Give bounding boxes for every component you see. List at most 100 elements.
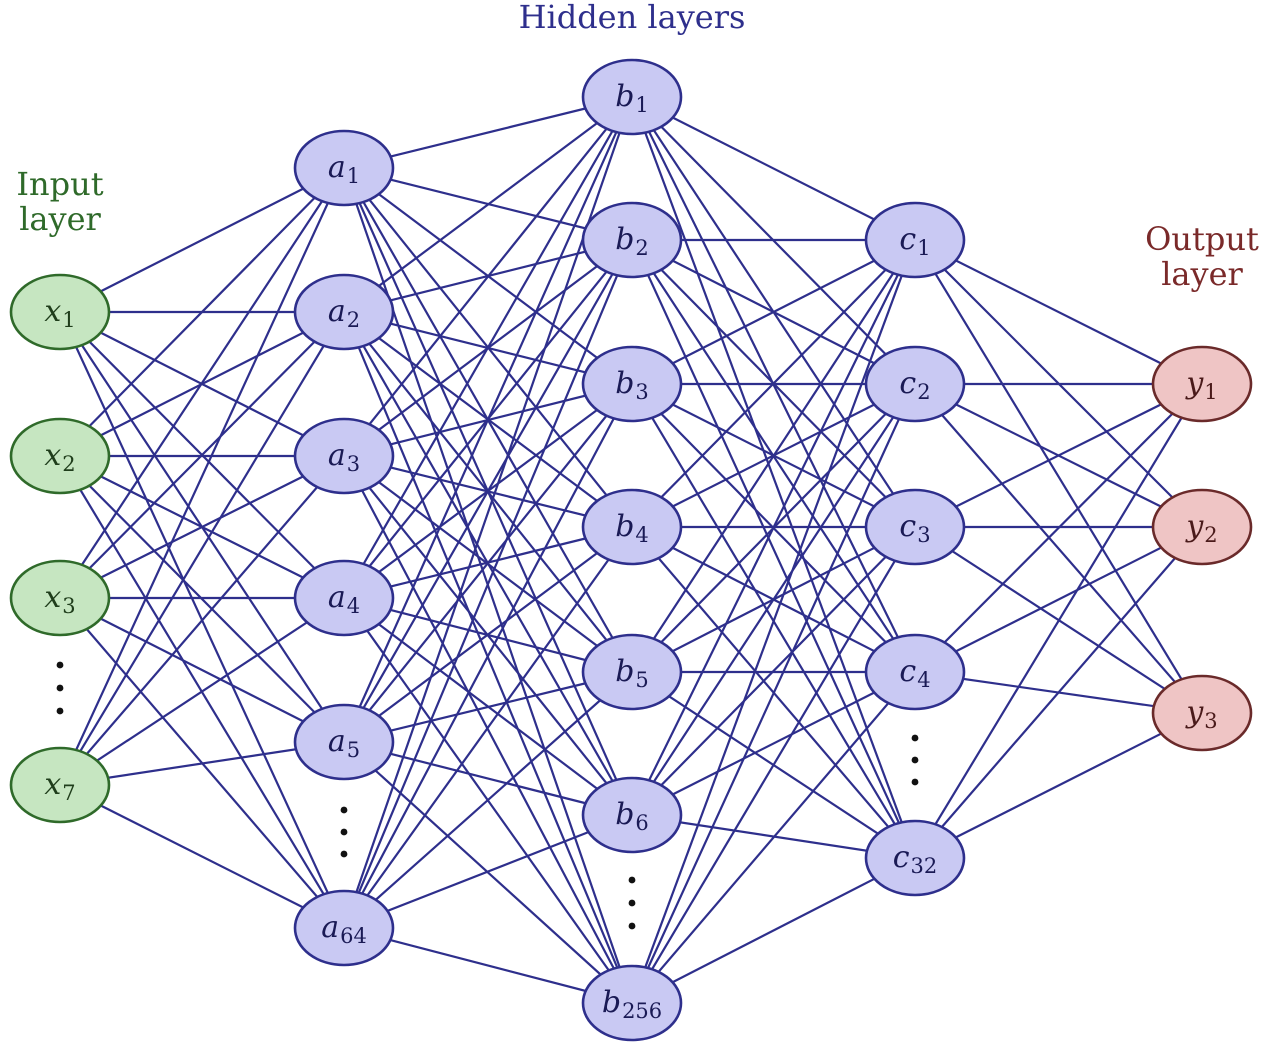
node-y2: y2 bbox=[1151, 488, 1253, 566]
node-label-subscript: 2 bbox=[347, 308, 360, 332]
node-circle bbox=[581, 58, 683, 136]
edge-a64-b2 bbox=[342, 239, 634, 929]
input-ellipsis bbox=[56, 661, 64, 715]
node-label-subscript: 5 bbox=[347, 738, 360, 762]
edge-a64-b5 bbox=[343, 671, 633, 929]
node-label-base: b bbox=[602, 985, 621, 1020]
node-circle bbox=[581, 488, 683, 566]
node-label-subscript: 7 bbox=[62, 781, 75, 805]
edge-b6-c1 bbox=[631, 239, 916, 816]
edge-a3-b256 bbox=[343, 455, 633, 1004]
node-label: y2 bbox=[1184, 509, 1217, 547]
node-label-subscript: 64 bbox=[340, 924, 367, 948]
edge-b256-c32 bbox=[631, 857, 916, 1004]
edge-x7-a4 bbox=[59, 597, 345, 786]
node-label-base: x bbox=[44, 767, 61, 802]
node-c3: c3 bbox=[864, 488, 966, 566]
node-x7: x7 bbox=[9, 746, 111, 824]
node-label-base: y bbox=[1184, 366, 1204, 401]
edge-x2-a1 bbox=[59, 167, 345, 457]
node-label-subscript: 1 bbox=[635, 93, 648, 117]
edge-c3-y1 bbox=[914, 383, 1203, 528]
node-label-base: b bbox=[615, 654, 634, 689]
node-label: x2 bbox=[44, 438, 75, 476]
node-label-subscript: 4 bbox=[347, 594, 360, 618]
node-circle bbox=[293, 889, 395, 967]
node-label-subscript: 3 bbox=[917, 523, 930, 547]
edge-x3-a2 bbox=[59, 311, 345, 599]
node-label-subscript: 1 bbox=[1204, 380, 1217, 404]
node-circle bbox=[9, 559, 111, 637]
ellipsis-dot bbox=[340, 828, 348, 836]
node-b3: b3 bbox=[581, 345, 683, 423]
node-x2: x2 bbox=[9, 417, 111, 495]
ellipsis-markers bbox=[56, 661, 919, 930]
node-circle bbox=[1151, 345, 1253, 423]
edge-c32-y1 bbox=[914, 383, 1203, 859]
node-label-base: a bbox=[328, 150, 346, 185]
node-a5: a5 bbox=[293, 703, 395, 781]
ellipsis-dot bbox=[56, 707, 64, 715]
node-label-base: a bbox=[321, 910, 339, 945]
edge-a1-b1 bbox=[343, 95, 633, 170]
input-layer-title-line2: layer bbox=[19, 200, 101, 238]
ellipsis-dot bbox=[628, 899, 636, 907]
node-label-base: y bbox=[1184, 695, 1204, 730]
node-c4: c4 bbox=[864, 633, 966, 711]
edge-b3-c1 bbox=[631, 239, 916, 385]
node-label-subscript: 1 bbox=[347, 164, 360, 188]
node-label-base: b bbox=[615, 797, 634, 832]
edge-b256-c4 bbox=[631, 671, 916, 1004]
node-label: b4 bbox=[615, 509, 649, 547]
node-label-base: x bbox=[44, 294, 61, 329]
node-label-base: b bbox=[615, 366, 634, 401]
node-label-subscript: 4 bbox=[917, 668, 930, 692]
node-label-subscript: 2 bbox=[635, 236, 648, 260]
node-circle bbox=[581, 201, 683, 279]
node-label-subscript: 3 bbox=[347, 452, 360, 476]
node-b1: b1 bbox=[581, 58, 683, 136]
node-label: y3 bbox=[1184, 695, 1217, 733]
node-b4: b4 bbox=[581, 488, 683, 566]
ellipsis-dot bbox=[340, 806, 348, 814]
node-label-base: c bbox=[899, 654, 916, 689]
node-circle bbox=[1151, 488, 1253, 566]
edge-b1-c32 bbox=[630, 96, 917, 859]
node-label-subscript: 5 bbox=[635, 668, 648, 692]
hidden-a-ellipsis bbox=[340, 806, 348, 858]
edge-b1-c1 bbox=[631, 96, 916, 241]
node-circle bbox=[9, 417, 111, 495]
node-label: b6 bbox=[615, 797, 649, 835]
edge-a3-b1 bbox=[343, 96, 633, 457]
node-label-subscript: 3 bbox=[1204, 709, 1217, 733]
output-layer-title-line1: Output bbox=[1145, 220, 1259, 258]
node-label-subscript: 3 bbox=[62, 594, 75, 618]
node-label-base: c bbox=[899, 366, 916, 401]
node-circle bbox=[581, 345, 683, 423]
node-circle bbox=[581, 633, 683, 711]
output-layer-title-line2: layer bbox=[1161, 255, 1243, 293]
ellipsis-dot bbox=[340, 850, 348, 858]
node-label-subscript: 4 bbox=[635, 523, 648, 547]
node-label: a4 bbox=[328, 580, 360, 618]
node-y1: y1 bbox=[1151, 345, 1253, 423]
ellipsis-dot bbox=[628, 922, 636, 930]
node-label-subscript: 2 bbox=[1204, 523, 1217, 547]
node-b6: b6 bbox=[581, 776, 683, 854]
node-circle bbox=[581, 964, 683, 1042]
node-label: b1 bbox=[615, 79, 649, 117]
ellipsis-dot bbox=[56, 684, 64, 692]
node-a1: a1 bbox=[293, 129, 395, 207]
node-b2: b2 bbox=[581, 201, 683, 279]
edge-b6-c4 bbox=[631, 671, 916, 816]
node-circle bbox=[1151, 674, 1253, 752]
node-label: b256 bbox=[602, 985, 662, 1023]
input-layer-title-line1: Input bbox=[16, 165, 103, 203]
edge-a64-b256 bbox=[343, 926, 633, 1005]
edge-x1-a1 bbox=[59, 167, 345, 313]
node-label-base: c bbox=[893, 840, 910, 875]
node-circle bbox=[864, 488, 966, 566]
node-c2: c2 bbox=[864, 345, 966, 423]
node-label-base: b bbox=[615, 79, 634, 114]
edge-a4-b1 bbox=[343, 96, 633, 599]
